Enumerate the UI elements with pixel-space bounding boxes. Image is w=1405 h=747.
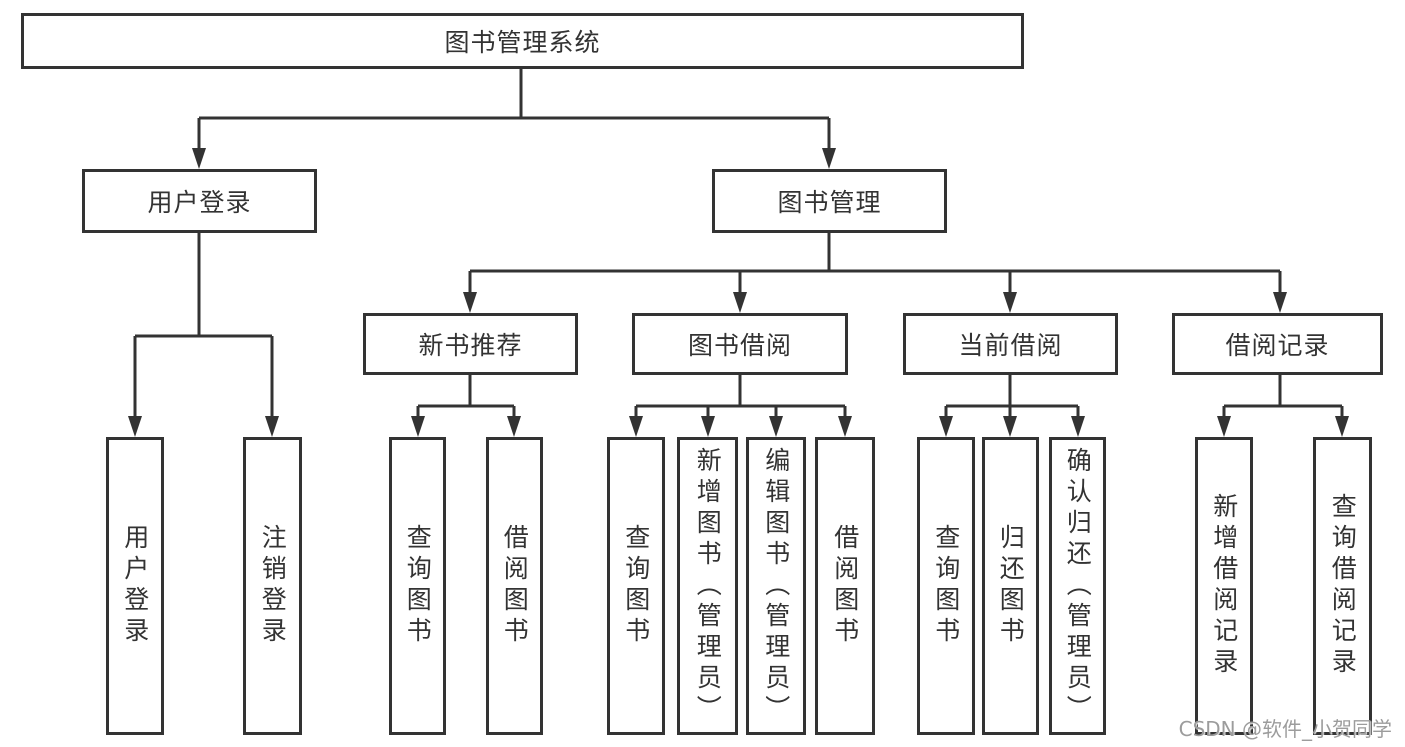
node-book-borrowing: 图书借阅 — [632, 313, 848, 375]
leaf-query-borrow-record: 查询借阅记录 — [1313, 437, 1372, 735]
arrow-down-icon — [1071, 416, 1085, 437]
leaf-query-books: 查询图书 — [607, 437, 665, 735]
node-label: 查询借阅记录 — [1328, 493, 1358, 679]
arrow-down-icon — [1003, 416, 1017, 437]
connector-current-borrowing-children — [939, 375, 1085, 437]
leaf-add-borrow-record: 新增借阅记录 — [1195, 437, 1253, 735]
node-label: 确认归还（管理员） — [1063, 446, 1093, 726]
arrow-down-icon — [463, 292, 477, 313]
arrow-down-icon — [1335, 416, 1349, 437]
leaf-logout: 注销登录 — [243, 437, 302, 735]
node-book-management-branch: 图书管理 — [712, 169, 947, 233]
connector-root-to-level2 — [192, 69, 836, 169]
leaf-edit-books-admin: 编辑图书（管理员） — [746, 437, 806, 735]
node-label: 用户登录 — [147, 188, 252, 217]
arrow-down-icon — [769, 416, 783, 437]
connector-new-book-recommend-children — [411, 375, 521, 437]
node-label: 新增图书（管理员） — [693, 446, 723, 726]
node-label: 注销登录 — [258, 524, 288, 648]
arrow-down-icon — [507, 416, 521, 437]
leaf-user-login: 用户登录 — [106, 437, 164, 735]
arrow-down-icon — [1003, 292, 1017, 313]
node-label: 查询图书 — [931, 524, 961, 648]
node-label: 图书管理系统 — [444, 28, 601, 57]
connector-borrowing-records-children — [1217, 375, 1349, 437]
arrow-down-icon — [265, 416, 279, 437]
leaf-query-books: 查询图书 — [917, 437, 975, 735]
node-label: 借阅图书 — [500, 524, 530, 648]
arrow-down-icon — [1273, 292, 1287, 313]
node-borrowing-records: 借阅记录 — [1172, 313, 1383, 375]
node-user-login-branch: 用户登录 — [82, 169, 317, 233]
node-new-book-recommend: 新书推荐 — [363, 313, 578, 375]
node-label: 借阅记录 — [1225, 331, 1330, 360]
arrow-down-icon — [822, 148, 836, 169]
node-label: 编辑图书（管理员） — [761, 446, 791, 726]
node-label: 图书借阅 — [687, 331, 792, 360]
arrow-down-icon — [939, 416, 953, 437]
leaf-return-books: 归还图书 — [982, 437, 1039, 735]
arrow-down-icon — [701, 416, 715, 437]
leaf-add-books-admin: 新增图书（管理员） — [677, 437, 738, 735]
connector-user-login-children — [128, 233, 279, 437]
connector-book-management-children — [463, 233, 1287, 313]
csdn-watermark: CSDN @软件_小贺同学 — [1178, 717, 1392, 741]
leaf-borrow-books: 借阅图书 — [486, 437, 543, 735]
node-current-borrowing: 当前借阅 — [903, 313, 1118, 375]
node-label: 新书推荐 — [418, 331, 523, 360]
leaf-query-books: 查询图书 — [389, 437, 446, 735]
leaf-borrow-books: 借阅图书 — [815, 437, 875, 735]
leaf-confirm-return-admin: 确认归还（管理员） — [1049, 437, 1106, 735]
node-label: 查询图书 — [621, 524, 651, 648]
node-label: 查询图书 — [403, 524, 433, 648]
node-label: 借阅图书 — [830, 524, 860, 648]
connector-book-borrowing-children — [629, 375, 852, 437]
arrow-down-icon — [629, 416, 643, 437]
node-label: 归还图书 — [996, 524, 1026, 648]
node-label: 用户登录 — [120, 524, 150, 648]
node-library-management-system: 图书管理系统 — [21, 13, 1024, 69]
arrow-down-icon — [128, 416, 142, 437]
arrow-down-icon — [1217, 416, 1231, 437]
arrow-down-icon — [192, 148, 206, 169]
node-label: 新增借阅记录 — [1209, 493, 1239, 679]
arrow-down-icon — [838, 416, 852, 437]
node-label: 图书管理 — [777, 188, 882, 217]
arrow-down-icon — [411, 416, 425, 437]
arrow-down-icon — [733, 292, 747, 313]
node-label: 当前借阅 — [958, 331, 1063, 360]
